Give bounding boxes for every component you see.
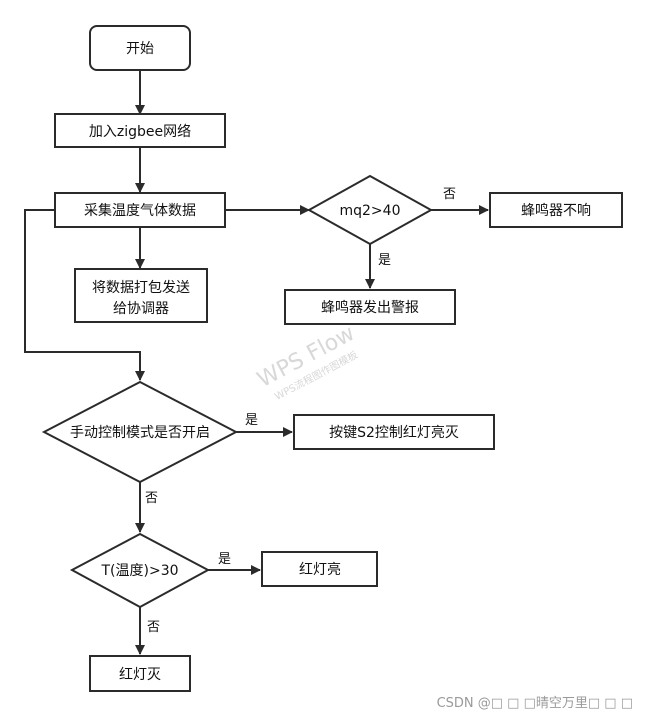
node-buzzer-off: 蜂鸣器不响 (489, 192, 623, 228)
label-mq2-no: 否 (443, 187, 456, 202)
node-pack: 将数据打包发送 给协调器 (74, 268, 208, 323)
node-manual-check: 手动控制模式是否开启 (41, 380, 239, 484)
credit-text: CSDN @□ □ □晴空万里□ □ □ (436, 696, 633, 711)
node-manual-check-label: 手动控制模式是否开启 (70, 425, 210, 441)
node-buzzer-alarm-label: 蜂鸣器发出警报 (321, 299, 419, 316)
node-collect-label: 采集温度气体数据 (84, 202, 196, 219)
label-temp-yes: 是 (218, 552, 231, 567)
watermark: WPS Flow WPS流程图作图模板 (253, 321, 359, 403)
node-mq2-label: mq2>40 (340, 203, 401, 219)
node-collect: 采集温度气体数据 (54, 192, 226, 228)
node-key-control: 按键S2控制红灯亮灭 (293, 414, 495, 450)
label-mq2-yes: 是 (378, 253, 391, 268)
label-manual-no: 否 (145, 491, 158, 506)
label-manual-yes: 是 (245, 413, 258, 428)
node-temp-check: T(温度)>30 (69, 532, 211, 609)
node-red-off: 红灯灭 (89, 655, 191, 692)
node-join-label: 加入zigbee网络 (89, 124, 191, 140)
node-key-control-label: 按键S2控制红灯亮灭 (329, 424, 459, 441)
node-start-label: 开始 (126, 41, 154, 57)
node-pack-line1: 将数据打包发送 (92, 279, 190, 296)
edge-loop-manual (24, 209, 145, 381)
node-buzzer-alarm: 蜂鸣器发出警报 (284, 289, 456, 325)
node-buzzer-off-label: 蜂鸣器不响 (521, 202, 591, 219)
node-mq2: mq2>40 (306, 174, 434, 246)
node-red-on: 红灯亮 (261, 551, 378, 587)
node-join: 加入zigbee网络 (54, 113, 226, 148)
label-temp-no: 否 (147, 620, 160, 635)
node-pack-line2: 给协调器 (113, 301, 169, 317)
node-red-off-label: 红灯灭 (119, 667, 161, 683)
node-temp-check-label: T(温度)>30 (100, 563, 178, 579)
node-red-on-label: 红灯亮 (299, 561, 341, 578)
node-start: 开始 (89, 25, 191, 71)
